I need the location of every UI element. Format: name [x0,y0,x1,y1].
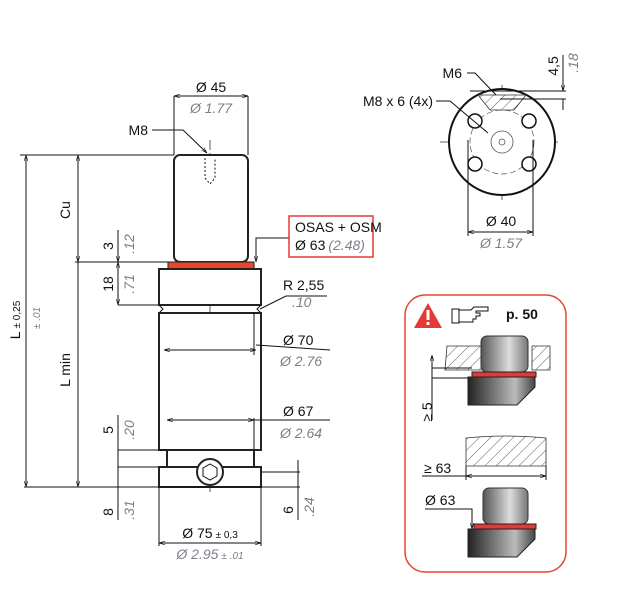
warning-triangle-icon [414,303,442,328]
side-view: Ø 45 Ø 1.77 M8 Cu L± 0,25 ± .01 L min 3 … [7,79,382,562]
h6-inch-label: .24 [301,497,317,517]
installation-note-box: p. 50 ≥ 5 ≥ 63 Ø 63 [404,294,567,573]
top-view: M6 M8 x 6 (4x) 4,5 .18 Ø 40 Ø 1.57 [363,53,581,251]
hole [467,156,483,172]
cu-label: Cu [57,201,73,219]
red-seal-band [167,261,255,270]
m8-label: M8 [129,122,149,138]
dia63-label: Ø 63 [425,492,456,508]
h5-inch-label: .20 [121,420,137,440]
dia67-label: Ø 67 [283,403,314,419]
groove [158,304,262,314]
pointing-hand-icon [451,306,489,324]
h6-label: 6 [280,506,296,514]
hole [521,113,537,129]
hex-socket [202,463,218,481]
m8-holes-label: M8 x 6 (4x) [363,93,433,109]
h18-label: 18 [100,276,116,292]
h5-label: 5 [100,426,116,434]
hex-screw-icon [196,458,224,486]
depth-inch-label: .18 [565,53,581,73]
thread-hole-hidden [204,158,216,185]
h3-label: 3 [100,242,116,250]
dia70-inch-label: Ø 2.76 [279,353,322,369]
dia45-label: Ø 45 [196,79,227,95]
radius-label: R 2,55 [283,277,324,293]
callout-line2: Ø 63(2.48) [295,237,365,253]
h8-label: 8 [100,508,116,516]
l-total-label: L± 0,25 [7,300,23,339]
plunger [173,154,249,263]
body [158,312,262,451]
dia40-inch-label: Ø 1.57 [479,235,523,251]
lmin-label: L min [57,353,73,387]
dia75-label: Ø 75± 0,3 [182,525,238,541]
m6-label: M6 [443,65,463,81]
h18-inch-label: .71 [121,274,137,293]
dia67-inch-label: Ø 2.64 [279,425,322,441]
min-width-label: ≥ 63 [424,460,451,476]
flange [158,268,262,306]
dia40-label: Ø 40 [486,213,517,229]
h3-inch-label: .12 [121,234,137,254]
dia45-inch-label: Ø 1.77 [189,100,233,116]
min-height-label: ≥ 5 [419,402,435,422]
page-ref: p. 50 [506,306,538,322]
callout-line1: OSAS + OSM [295,219,382,235]
osas-callout: OSAS + OSM Ø 63(2.48) [288,215,382,258]
hole [521,156,537,172]
radius-inch-label: .10 [292,294,312,310]
l-tol-inch-label: ± .01 [32,307,43,329]
depth-label: 4,5 [545,56,561,76]
dia70-label: Ø 70 [283,332,314,348]
dia75-inch-label: Ø 2.95± .01 [175,546,243,562]
h8-inch-label: .31 [121,500,137,519]
